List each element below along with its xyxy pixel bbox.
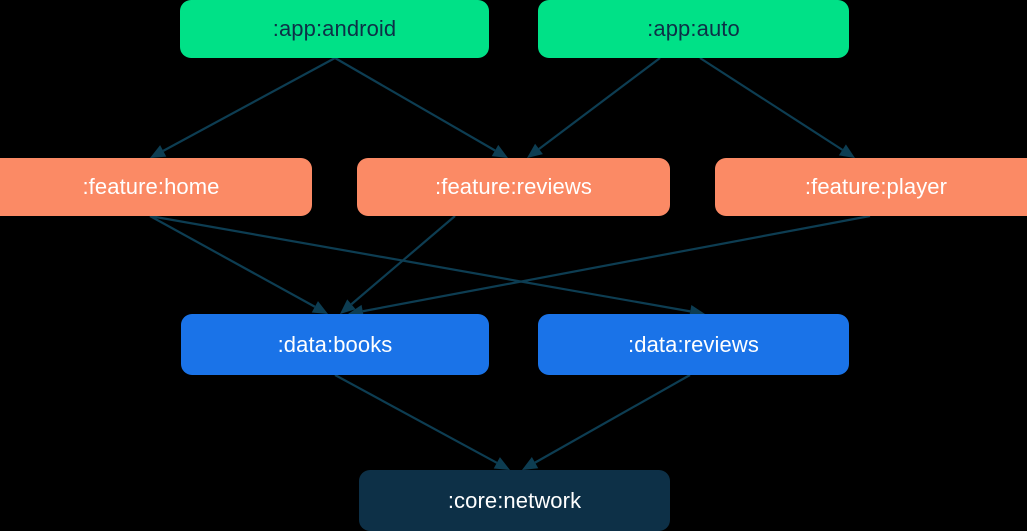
graph-node-label: :app:android	[272, 16, 397, 41]
graph-node-core-network[interactable]: :core:network	[359, 470, 670, 531]
graph-node-label: :feature:player	[804, 174, 948, 199]
graph-edge-app-android-to-feature-reviews	[334, 57, 508, 158]
arrowhead-icon	[527, 143, 543, 158]
arrowhead-icon	[522, 456, 539, 470]
graph-edge-app-android-to-feature-home	[150, 57, 336, 158]
graph-node-label: :app:auto	[647, 16, 740, 41]
arrowhead-icon	[311, 301, 328, 314]
graph-node-label: :data:reviews	[628, 331, 759, 357]
arrowhead-icon	[340, 299, 356, 314]
graph-edge-app-auto-to-feature-reviews	[527, 57, 661, 158]
graph-edge-feature-reviews-to-data-books	[340, 215, 456, 314]
graph-node-app-auto[interactable]: :app:auto	[538, 0, 849, 58]
graph-edge-feature-player-to-data-books	[348, 214, 871, 318]
arrowhead-icon	[493, 457, 510, 470]
graph-node-app-android[interactable]: :app:android	[180, 0, 489, 58]
graph-node-feature-player[interactable]: :feature:player	[715, 158, 1027, 216]
arrowhead-icon	[838, 144, 855, 158]
graph-edge-data-books-to-core-network	[334, 374, 510, 470]
graph-edge-data-reviews-to-core-network	[522, 374, 691, 470]
graph-node-label: :feature:home	[82, 174, 220, 199]
graph-edge-feature-home-to-data-books	[149, 215, 328, 314]
graph-edge-app-auto-to-feature-player	[699, 57, 855, 158]
graph-node-data-books[interactable]: :data:books	[181, 314, 489, 375]
arrowhead-icon	[491, 144, 508, 158]
graph-node-label: :core:network	[447, 487, 582, 513]
graph-node-feature-reviews[interactable]: :feature:reviews	[357, 158, 670, 216]
arrowhead-icon	[150, 145, 167, 158]
graph-node-data-reviews[interactable]: :data:reviews	[538, 314, 849, 375]
graph-node-feature-home[interactable]: :feature:home	[0, 158, 312, 216]
graph-edge-feature-home-to-data-reviews	[149, 214, 705, 318]
graph-node-label: :data:books	[277, 331, 393, 357]
graph-node-label: :feature:reviews	[435, 174, 592, 199]
